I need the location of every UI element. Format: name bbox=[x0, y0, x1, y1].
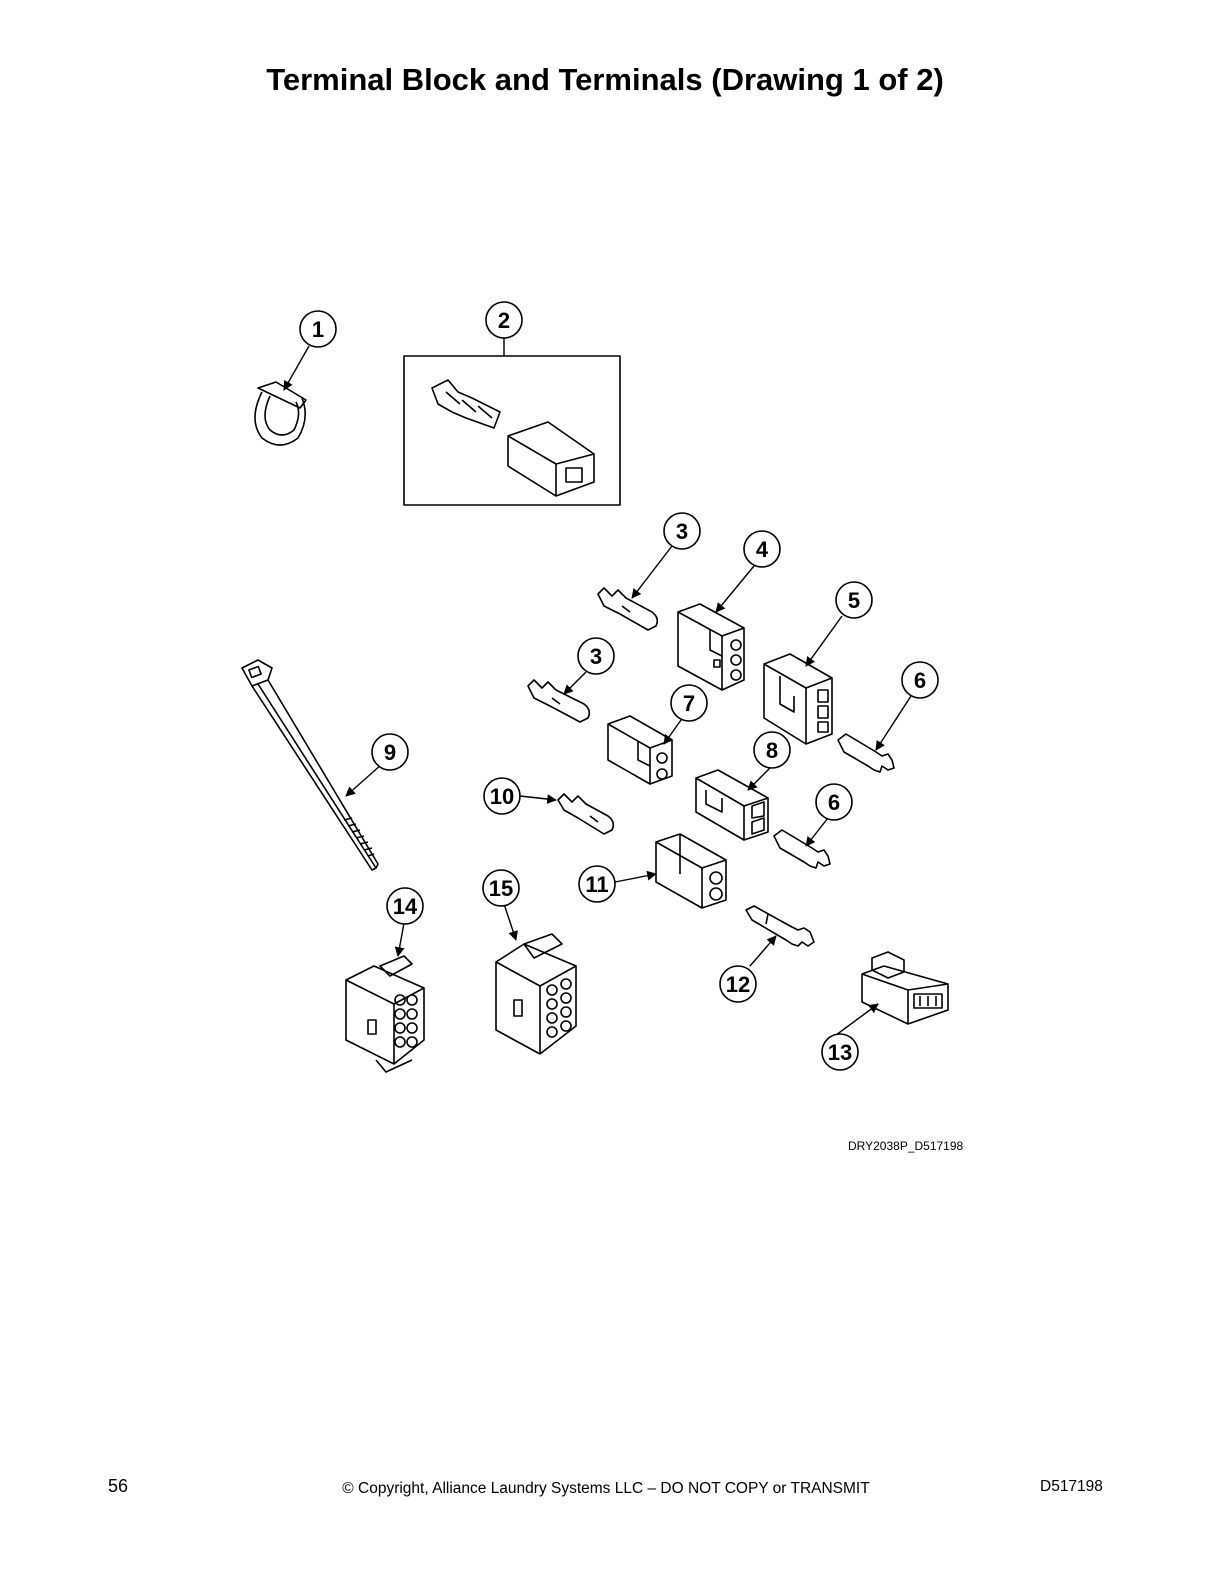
terminal-housing-part bbox=[507, 421, 595, 497]
pin-terminal-part bbox=[557, 793, 615, 835]
page-title: Terminal Block and Terminals (Drawing 1 … bbox=[266, 62, 944, 97]
callout-label: 3 bbox=[590, 644, 602, 669]
callout-label: 9 bbox=[384, 740, 396, 765]
page-number: 56 bbox=[108, 1476, 129, 1496]
multi-pin-housing-part bbox=[495, 933, 577, 1055]
three-pin-housing-part bbox=[763, 653, 833, 745]
connector-housing-part bbox=[861, 951, 949, 1025]
callout-circle-6 bbox=[901, 661, 939, 699]
callout-circle-13 bbox=[821, 1033, 859, 1071]
callout-circle-6b bbox=[815, 783, 853, 821]
callout-circle-9 bbox=[371, 733, 409, 771]
callout-label: 15 bbox=[489, 876, 513, 901]
callout-label: 12 bbox=[726, 972, 750, 997]
callout-circle-7 bbox=[670, 684, 708, 722]
two-pin-housing-part bbox=[607, 715, 673, 785]
socket-terminal-part bbox=[773, 829, 831, 869]
callout-label: 1 bbox=[312, 317, 324, 342]
callout-label: 6 bbox=[914, 668, 926, 693]
spade-terminal-part bbox=[431, 379, 501, 429]
callout-circle-2 bbox=[485, 301, 523, 339]
pin-terminal-part bbox=[597, 587, 659, 631]
three-pin-housing-part bbox=[677, 603, 745, 691]
cable-tie-part bbox=[241, 659, 379, 871]
kit-box bbox=[403, 355, 621, 506]
document-id: D517198 bbox=[1040, 1478, 1103, 1495]
callout-circle-12 bbox=[719, 965, 757, 1003]
callout-circle-14 bbox=[386, 887, 424, 925]
two-pin-housing-part bbox=[695, 769, 769, 841]
callout-label: 13 bbox=[828, 1040, 852, 1065]
pin-terminal-part bbox=[745, 905, 815, 947]
callout-label: 14 bbox=[393, 894, 418, 919]
pin-terminal-part bbox=[527, 679, 591, 723]
callout-label: 7 bbox=[683, 691, 695, 716]
callout-label: 11 bbox=[585, 872, 608, 897]
callout-label: 5 bbox=[848, 588, 860, 613]
callout-circle-11 bbox=[578, 865, 616, 903]
socket-terminal-part bbox=[837, 733, 895, 773]
callout-label: 10 bbox=[490, 784, 514, 809]
callout-circle-3 bbox=[663, 512, 701, 550]
callout-label: 6 bbox=[828, 790, 840, 815]
callout-circle-8 bbox=[753, 731, 791, 769]
two-pin-housing-part bbox=[655, 833, 727, 909]
callout-circle-5 bbox=[835, 581, 873, 619]
multi-pin-housing-part bbox=[345, 955, 425, 1073]
callout-circle-10 bbox=[483, 777, 521, 815]
callout-circle-3b bbox=[577, 637, 615, 675]
callout-label: 8 bbox=[766, 738, 778, 763]
callout-label: 3 bbox=[676, 519, 688, 544]
callout-label: 2 bbox=[498, 308, 510, 333]
clamp-part bbox=[254, 381, 307, 446]
callout-circle-4 bbox=[743, 530, 781, 568]
callout-label: 4 bbox=[756, 537, 769, 562]
drawing-code: DRY2038P_D517198 bbox=[848, 1139, 964, 1153]
callout-circle-15 bbox=[482, 869, 520, 907]
callout-circle-1 bbox=[299, 310, 337, 348]
copyright-notice: © Copyright, Alliance Laundry Systems LL… bbox=[342, 1480, 870, 1497]
